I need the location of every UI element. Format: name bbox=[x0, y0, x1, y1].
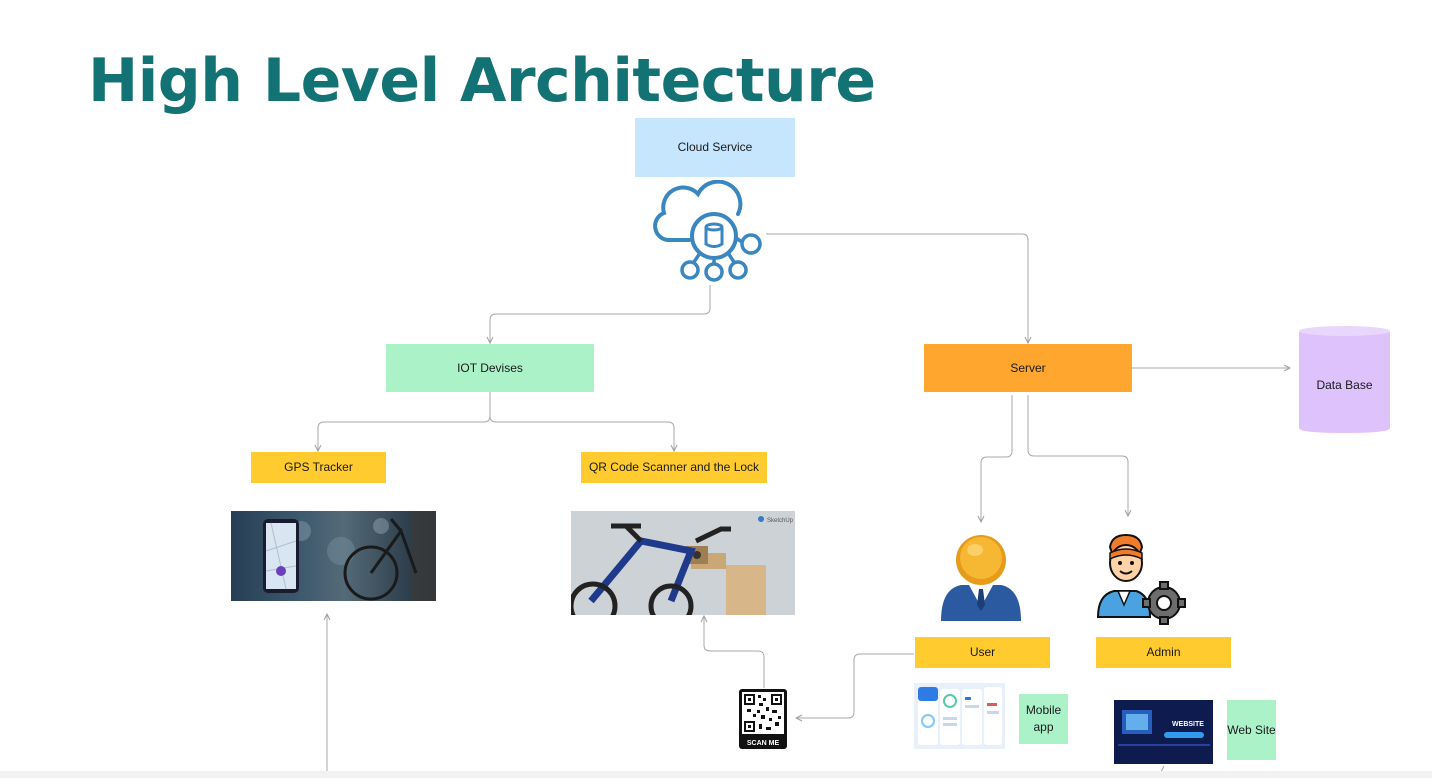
website-screen-label: WEBSITE bbox=[1172, 721, 1204, 728]
connector-iot-qr bbox=[489, 415, 674, 451]
website-screenshot: WEBSITE bbox=[1114, 700, 1213, 764]
server-node[interactable]: Server bbox=[924, 344, 1132, 392]
bike-lock-render: SketchUp bbox=[571, 511, 795, 615]
user-avatar-icon bbox=[941, 535, 1021, 621]
user-label: User bbox=[969, 645, 996, 659]
bottom-scroll-strip bbox=[0, 771, 1432, 778]
connector-server-user bbox=[981, 395, 1013, 522]
mobile-app-node[interactable]: Mobile app bbox=[1019, 694, 1068, 744]
connector-iot-gps bbox=[318, 392, 491, 451]
web-site-node[interactable]: Web Site bbox=[1227, 700, 1276, 760]
connector-cloud-iot bbox=[490, 285, 711, 343]
admin-label: Admin bbox=[1146, 645, 1181, 659]
database-label: Data Base bbox=[1316, 378, 1373, 392]
gps-tracker-photo bbox=[231, 511, 436, 601]
mobile-app-label: Mobile app bbox=[1025, 703, 1062, 734]
connector-cloud-server bbox=[766, 233, 1028, 343]
page-title: High Level Architecture bbox=[88, 46, 876, 116]
qr-code-image[interactable]: SCAN ME bbox=[739, 689, 787, 749]
user-node[interactable]: User bbox=[915, 637, 1050, 668]
cloud-service-node[interactable]: Cloud Service bbox=[635, 118, 795, 177]
mobile-app-screenshot bbox=[914, 683, 1005, 749]
qr-scanner-lock-node[interactable]: QR Code Scanner and the Lock bbox=[581, 452, 767, 483]
admin-node[interactable]: Admin bbox=[1096, 637, 1231, 668]
iot-devises-node[interactable]: IOT Devises bbox=[386, 344, 594, 392]
scan-me-label: SCAN ME bbox=[747, 740, 780, 747]
cloud-database-icon bbox=[653, 180, 762, 282]
qr-scanner-lock-label: QR Code Scanner and the Lock bbox=[588, 460, 760, 474]
gps-tracker-label: GPS Tracker bbox=[284, 460, 353, 474]
iot-devises-label: IOT Devises bbox=[457, 360, 523, 375]
sketchup-watermark: SketchUp bbox=[767, 518, 794, 524]
gps-tracker-node[interactable]: GPS Tracker bbox=[251, 452, 386, 483]
web-site-label: Web Site bbox=[1227, 722, 1276, 737]
connector-user-qr bbox=[796, 653, 914, 718]
admin-gear-icon bbox=[1096, 533, 1186, 625]
server-label: Server bbox=[1010, 360, 1046, 375]
connector-server-admin bbox=[1027, 395, 1128, 516]
connector-qr-lock bbox=[704, 616, 765, 688]
cloud-service-label: Cloud Service bbox=[677, 140, 753, 154]
